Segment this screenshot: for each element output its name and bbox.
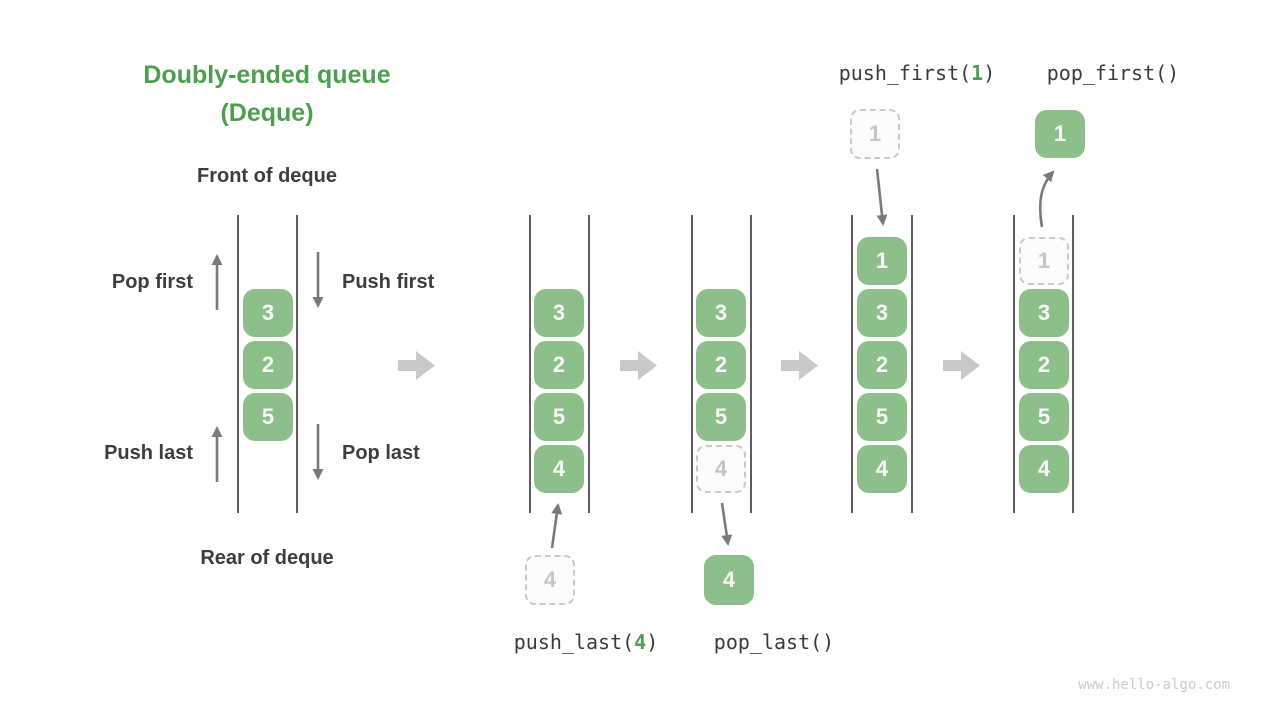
watermark: www.hello-algo.com xyxy=(1078,677,1230,693)
deque-slot-3: 3 xyxy=(243,289,293,337)
deque-slot-4: 4 xyxy=(534,445,584,493)
diagram-title: Doubly-ended queue (Deque) xyxy=(117,56,417,132)
track-line xyxy=(750,215,752,513)
deque-slot-5: 5 xyxy=(1019,393,1069,441)
pop-first-operation-label: pop_first() xyxy=(1046,61,1180,85)
rear-of-deque-label: Rear of deque xyxy=(200,547,334,569)
transition-arrow-4 xyxy=(943,351,980,380)
deque-slot-3: 3 xyxy=(534,289,584,337)
pop-first-label: Pop first xyxy=(111,271,193,293)
pop-first-outgoing-box: 1 xyxy=(1035,110,1085,158)
track-line xyxy=(911,215,913,513)
front-of-deque-label: Front of deque xyxy=(197,165,337,187)
deque-slot-4: 4 xyxy=(857,445,907,493)
track-line xyxy=(851,215,853,513)
track-line xyxy=(588,215,590,513)
push-first-move-arrow xyxy=(875,168,888,226)
deque-slot-5: 5 xyxy=(857,393,907,441)
track-line xyxy=(1072,215,1074,513)
deque-slot-2: 2 xyxy=(696,341,746,389)
track-line xyxy=(237,215,239,513)
track-line xyxy=(691,215,693,513)
push-first-arg: 1 xyxy=(971,61,984,85)
push-first-operation-label: push_first(1) xyxy=(838,61,996,85)
transition-arrow-1 xyxy=(398,351,435,380)
track-line xyxy=(296,215,298,513)
deque-slot-1: 1 xyxy=(857,237,907,285)
push-last-arg: 4 xyxy=(634,630,647,654)
pop-first-move-arrow xyxy=(1038,170,1055,228)
deque-slot-2: 2 xyxy=(534,341,584,389)
deque-slot-2: 2 xyxy=(857,341,907,389)
deque-slot-5: 5 xyxy=(243,393,293,441)
deque-slot-2: 2 xyxy=(243,341,293,389)
deque-slot-5: 5 xyxy=(696,393,746,441)
push-first-incoming-box: 1 xyxy=(850,109,900,159)
push-first-label: Push first xyxy=(342,271,435,293)
deque-slot-3: 3 xyxy=(1019,289,1069,337)
ghost-slot-4: 4 xyxy=(696,445,746,493)
pop-last-move-arrow xyxy=(720,502,733,546)
diagram-title-line2: (Deque) xyxy=(220,99,314,127)
pop-last-outgoing-box: 4 xyxy=(704,555,754,605)
diagram-title-line1: Doubly-ended queue xyxy=(143,61,391,89)
push-last-operation-label: push_last(4) xyxy=(513,630,659,654)
push-last-move-arrow xyxy=(550,503,563,549)
deque-slot-2: 2 xyxy=(1019,341,1069,389)
push-last-incoming-box: 4 xyxy=(525,555,575,605)
pop-last-label: Pop last xyxy=(342,442,420,464)
transition-arrow-3 xyxy=(781,351,818,380)
track-line xyxy=(529,215,531,513)
ghost-slot-1: 1 xyxy=(1019,237,1069,285)
push-last-label: Push last xyxy=(104,442,193,464)
deque-slot-4: 4 xyxy=(1019,445,1069,493)
deque-slot-3: 3 xyxy=(696,289,746,337)
deque-slot-5: 5 xyxy=(534,393,584,441)
track-line xyxy=(1013,215,1015,513)
transition-arrow-2 xyxy=(620,351,657,380)
deque-slot-3: 3 xyxy=(857,289,907,337)
pop-last-operation-label: pop_last() xyxy=(713,630,835,654)
